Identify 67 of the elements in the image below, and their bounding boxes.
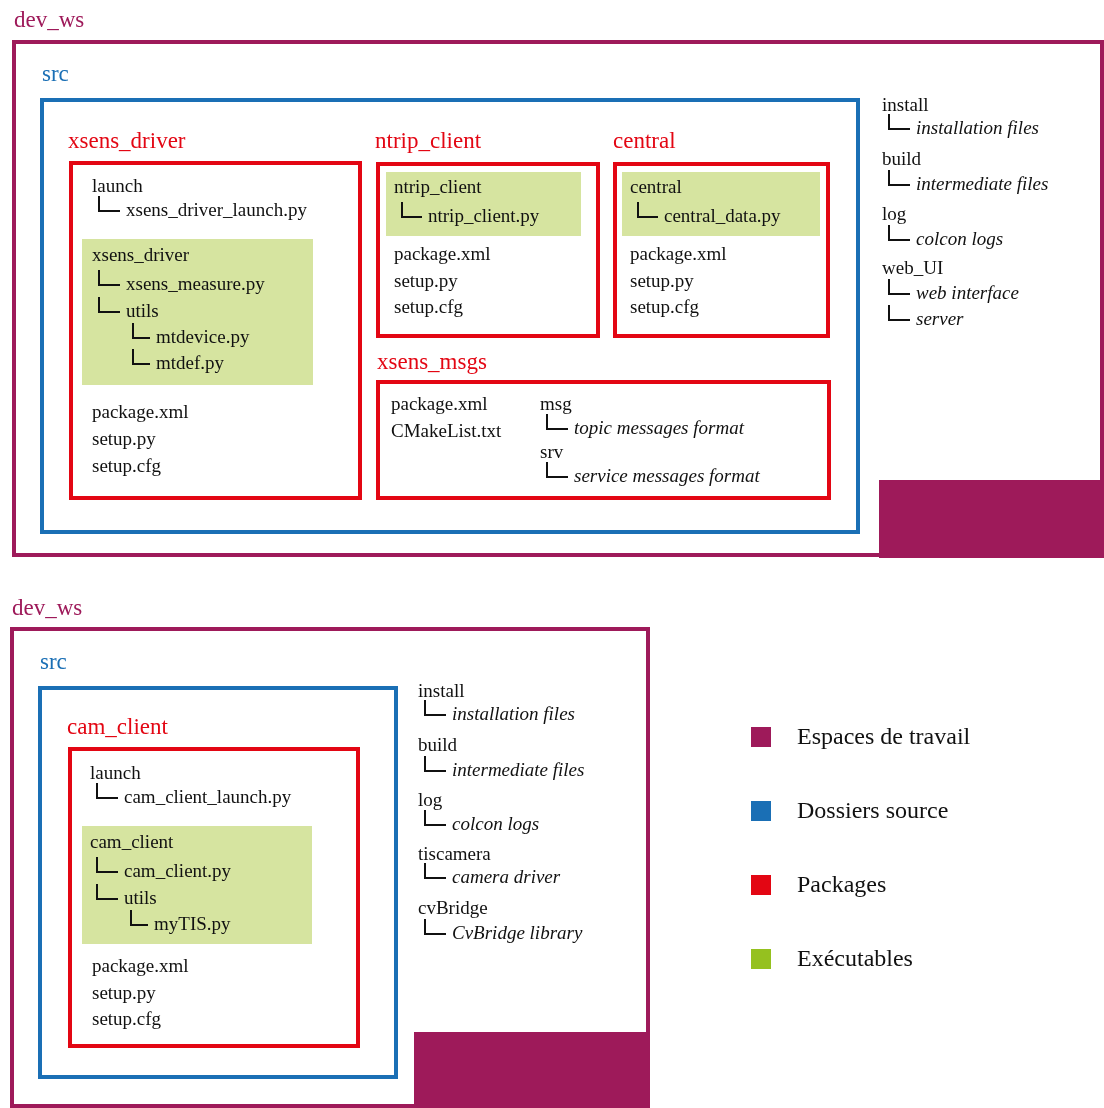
file-name: mtdevice.py	[156, 326, 250, 348]
file-name: setup.py	[394, 270, 458, 292]
file-description: service messages format	[574, 465, 760, 487]
file-description: topic messages format	[574, 417, 744, 439]
file-name: central	[630, 176, 682, 198]
file-name: launch	[92, 175, 143, 197]
file-name: setup.py	[92, 982, 156, 1004]
file-name: xsens_measure.py	[126, 273, 265, 295]
file-description: installation files	[452, 703, 575, 725]
file-name: install	[418, 680, 465, 702]
file-description: intermediate files	[452, 759, 585, 781]
file-name: build	[418, 734, 458, 756]
file-name: setup.cfg	[394, 296, 464, 318]
legend-label: Dossiers source	[797, 796, 949, 825]
folder-name: src	[42, 60, 69, 88]
file-name: xsens_driver	[92, 244, 190, 266]
file-name: package.xml	[92, 955, 189, 977]
file-name: mtdef.py	[156, 352, 225, 374]
file-description: installation files	[916, 117, 1039, 139]
file-name: cvBridge	[418, 897, 488, 919]
file-name: setup.cfg	[92, 455, 162, 477]
file-name: setup.cfg	[630, 296, 700, 318]
folder-name: xsens_msgs	[377, 348, 487, 376]
file-name: myTIS.py	[154, 913, 231, 935]
file-description: server	[916, 308, 964, 330]
file-name: utils	[124, 887, 157, 909]
file-name: tiscamera	[418, 843, 491, 865]
file-description: CvBridge library	[452, 922, 583, 944]
folder-name: dev_ws	[12, 594, 83, 622]
file-name: setup.py	[92, 428, 156, 450]
file-name: web_UI	[882, 257, 944, 279]
file-name: cam_client.py	[124, 860, 232, 882]
file-description: web interface	[916, 282, 1019, 304]
folder-name: central	[613, 127, 676, 155]
legend-label: Packages	[797, 870, 887, 899]
folder-name: src	[40, 648, 67, 676]
file-name: log	[882, 203, 907, 225]
file-name: central_data.py	[664, 205, 781, 227]
folder-name: ntrip_client	[375, 127, 482, 155]
file-name: CMakeList.txt	[391, 420, 502, 442]
file-name: package.xml	[394, 243, 491, 265]
file-name: cam_client	[90, 831, 174, 853]
file-description: colcon logs	[452, 813, 540, 835]
file-description: camera driver	[452, 866, 561, 888]
file-name: setup.py	[630, 270, 694, 292]
file-description: intermediate files	[916, 173, 1049, 195]
file-name: utils	[126, 300, 159, 322]
file-name: ntrip_client.py	[428, 205, 540, 227]
file-name: package.xml	[391, 393, 488, 415]
folder-name: dev_ws	[14, 6, 85, 34]
folder-name: xsens_driver	[68, 127, 186, 155]
file-name: log	[418, 789, 443, 811]
file-name: build	[882, 148, 922, 170]
file-name: launch	[90, 762, 141, 784]
file-name: srv	[540, 441, 564, 463]
file-name: ntrip_client	[394, 176, 482, 198]
file-description: xsens_driver_launch.py	[126, 199, 307, 221]
file-name: msg	[540, 393, 572, 415]
file-name: package.xml	[630, 243, 727, 265]
legend-label: Exécutables	[797, 944, 913, 973]
file-name: install	[882, 94, 929, 116]
folder-name: cam_client	[67, 713, 168, 741]
file-name: cam_client_launch.py	[124, 786, 292, 808]
legend-label: Espaces de travail	[797, 722, 971, 751]
file-description: colcon logs	[916, 228, 1004, 250]
file-name: package.xml	[92, 401, 189, 423]
file-name: setup.cfg	[92, 1008, 162, 1030]
